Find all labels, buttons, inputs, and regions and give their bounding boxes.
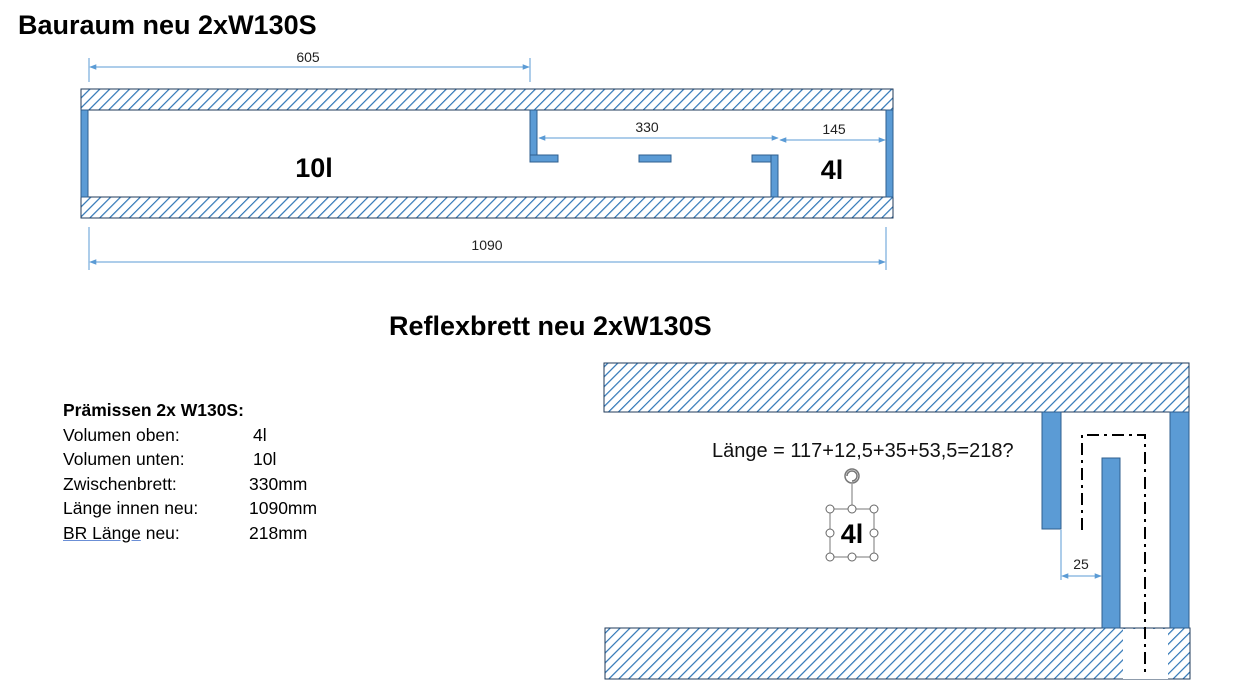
premises-key-rest: neu: (140, 522, 180, 543)
resize-handle[interactable] (847, 552, 857, 562)
premises-row: Zwischenbrett: 330mm (63, 472, 317, 497)
resize-handle[interactable] (869, 528, 879, 538)
resize-handle[interactable] (869, 552, 879, 562)
dimension-label-605: 605 (296, 49, 320, 65)
textbox-volume-label: 4l (841, 519, 864, 549)
top-enclosure-diagram: 605 330 145 10l 4l 1090 (80, 49, 894, 270)
resize-handle[interactable] (847, 504, 857, 514)
premises-heading: Prämissen 2x W130S: (63, 400, 244, 420)
premises-row: BR Länge neu: 218mm (63, 521, 317, 546)
premises-key-underlined: BR Länge (63, 522, 141, 543)
dimension-label-330: 330 (635, 119, 659, 135)
dimension-label-25: 25 (1073, 556, 1089, 572)
premises-value: 10l (253, 449, 277, 469)
resize-handle[interactable] (825, 528, 835, 538)
premises-key: BR Länge neu: (63, 521, 249, 546)
premises-value: 218mm (249, 522, 308, 543)
reflex-top-wall-hatched (603, 362, 1190, 413)
reflex-bottom-wall-hatched (604, 627, 1191, 680)
page-title-bottom: Reflexbrett neu 2xW130S (389, 311, 712, 341)
bottom-wall-hatched (80, 196, 894, 219)
top-wall-hatched (80, 88, 894, 111)
premises-value: 4l (253, 424, 267, 445)
sound-path-line (1081, 434, 1146, 677)
reflex-standing-board (1101, 457, 1121, 629)
resize-handle[interactable] (825, 552, 835, 562)
divider-left-foot (529, 154, 559, 163)
chamber-label-small: 4l (821, 155, 844, 185)
premises-row: Volumen oben: 4l (63, 423, 317, 448)
premises-value: 1090mm (249, 498, 318, 518)
premises-key: Volumen oben: (63, 424, 180, 445)
divider-left-vertical (529, 109, 538, 163)
left-side-board (80, 109, 89, 198)
premises-value: 330mm (249, 473, 308, 494)
reflex-right-board (1169, 411, 1190, 629)
premises-row: Volumen unten: 10l (63, 447, 317, 472)
selected-textbox[interactable]: 4l (825, 468, 879, 562)
dimension-label-1090: 1090 (471, 237, 502, 253)
divider-right-vertical (770, 154, 779, 198)
reflex-board-diagram: 25 Länge = 117+12,5+35+53,5=218? 4l (603, 362, 1191, 680)
resize-handle[interactable] (869, 504, 879, 514)
reflex-hanging-board (1041, 411, 1062, 530)
resize-handle[interactable] (825, 504, 835, 514)
premises-row: Länge innen neu: 1090mm (63, 496, 317, 521)
dimension-label-145: 145 (822, 121, 846, 137)
premises-key: Volumen unten: (63, 449, 185, 469)
divider-middle-segment (638, 154, 672, 163)
premises-block: Prämissen 2x W130S: Volumen oben: 4l Vol… (63, 398, 317, 545)
right-side-board (885, 109, 894, 198)
page-title-top: Bauraum neu 2xW130S (18, 10, 317, 40)
chamber-label-large: 10l (295, 153, 333, 183)
premises-key: Länge innen neu: (63, 498, 199, 518)
rotate-handle-icon[interactable] (844, 468, 860, 484)
length-formula: Länge = 117+12,5+35+53,5=218? (712, 440, 1014, 462)
premises-key: Zwischenbrett: (63, 473, 177, 494)
